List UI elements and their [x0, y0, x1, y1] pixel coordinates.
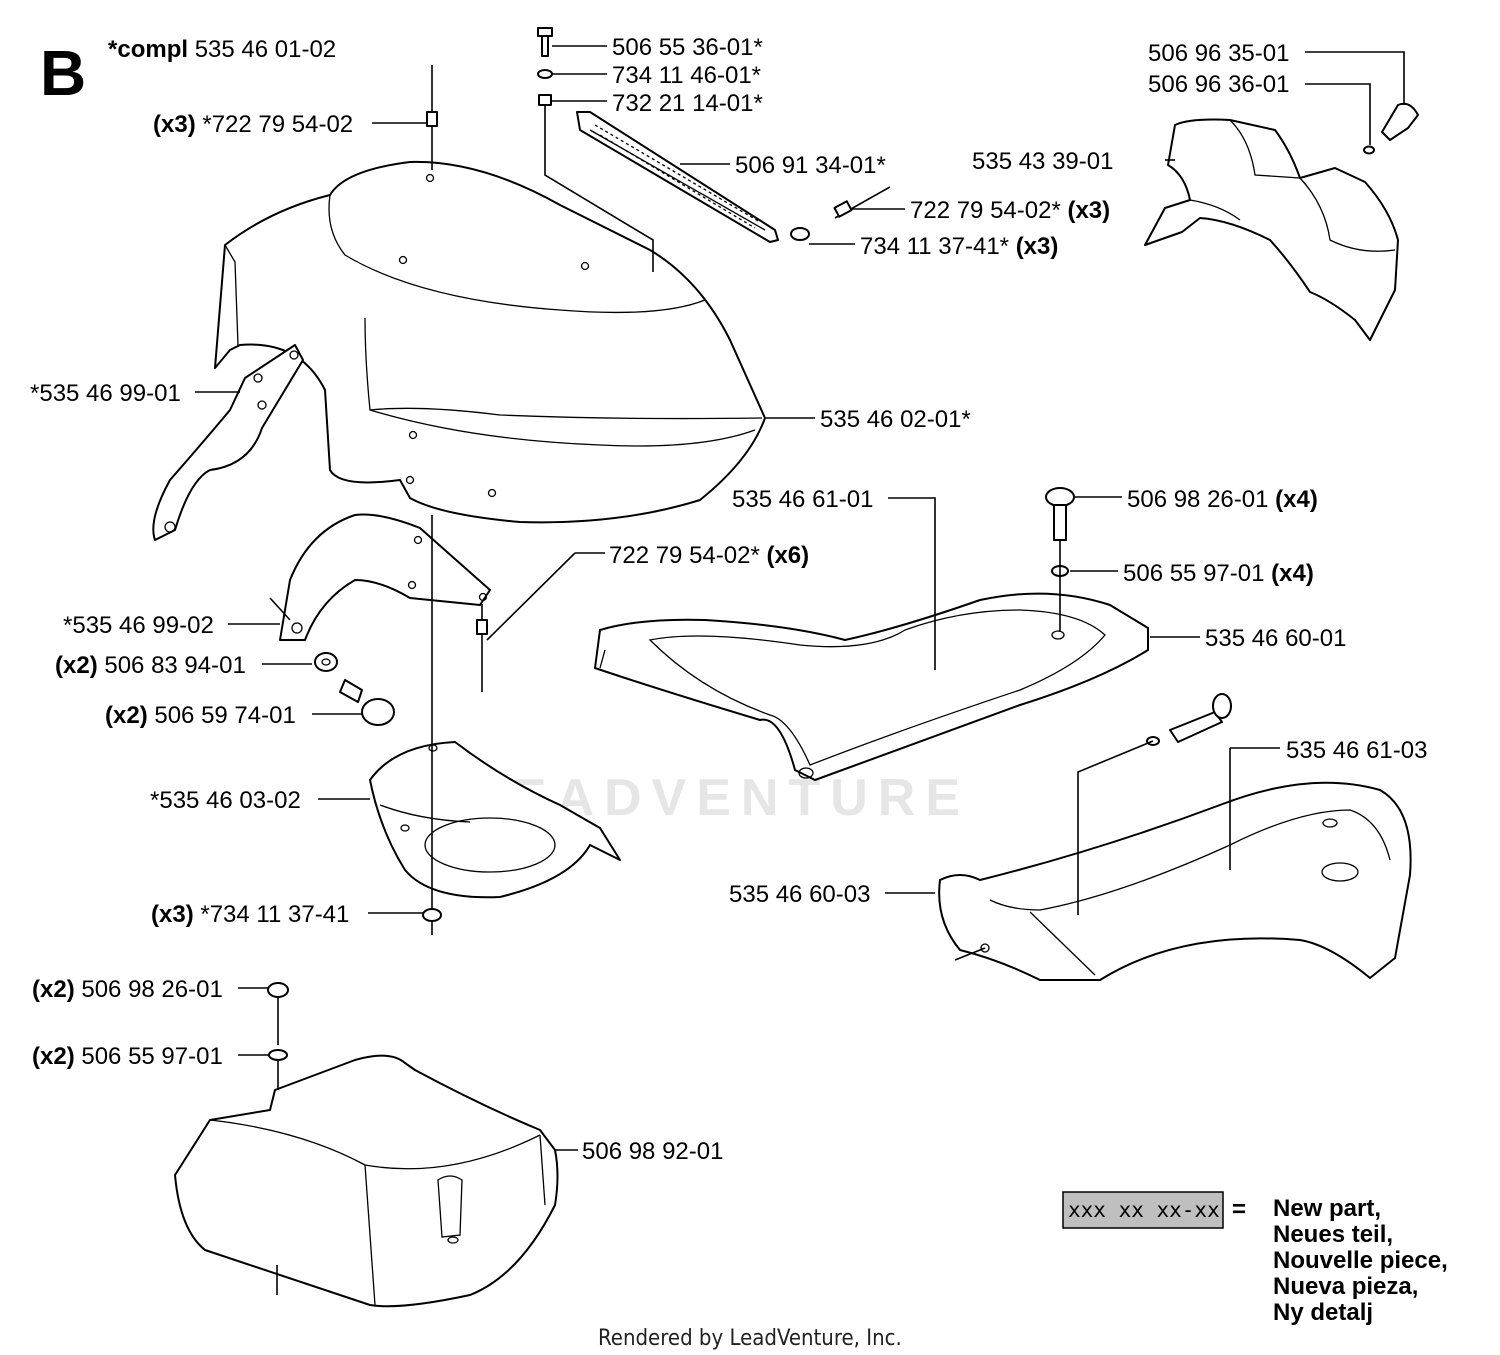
legend: xxx xx xx-xx = New part, Neues teil, Nou…	[1062, 1191, 1448, 1326]
label-506-55-97-01-x2: (x2) 506 55 97-01	[32, 1043, 223, 1070]
seat-tray	[938, 781, 1412, 981]
tray-bolt	[1077, 693, 1232, 915]
label-506-59-74-01-x2: (x2) 506 59 74-01	[105, 702, 296, 729]
label-506-98-92-01: 506 98 92-01	[582, 1138, 723, 1165]
label-535-46-99-02: *535 46 99-02	[63, 612, 214, 639]
section-letter: B	[40, 37, 86, 109]
bottom-cover	[174, 1054, 559, 1308]
bowl	[369, 741, 621, 899]
leader-lines	[195, 45, 1280, 1151]
rivet-x6	[476, 604, 488, 692]
label-722-79-54-02-x3-left: (x3) *722 79 54-02	[153, 111, 353, 138]
label-535-46-99-01: *535 46 99-01	[30, 380, 181, 407]
label-734-11-46-01: 734 11 46-01*	[612, 62, 761, 89]
label-506-83-94-01-x2: (x2) 506 83 94-01	[55, 652, 246, 679]
label-734-11-37-41-x3: 734 11 37-41* (x3)	[860, 233, 1058, 260]
top-fasteners	[537, 27, 654, 272]
legend-line-de: Neues teil,	[1273, 1221, 1393, 1248]
grille	[576, 111, 779, 243]
label-506-98-26-01-x2: (x2) 506 98 26-01	[32, 976, 223, 1003]
legend-sample: xxx xx xx-xx	[1068, 1198, 1220, 1222]
label-506-96-36-01: 506 96 36-01	[1148, 71, 1289, 98]
washer-bottom	[422, 908, 442, 922]
label-506-98-26-01-x4: 506 98 26-01 (x4)	[1127, 486, 1318, 513]
label-535-46-60-03: 535 46 60-03	[729, 881, 870, 908]
assembly-prefix: *compl	[108, 36, 188, 63]
valve-fitting	[1305, 51, 1419, 155]
label-506-96-35-01: 506 96 35-01	[1148, 40, 1289, 67]
part-labels: (x3) *722 79 54-02 506 55 36-01* 734 11 …	[30, 34, 1427, 1165]
label-535-46-61-03: 535 46 61-03	[1286, 737, 1427, 764]
legend-line-fr: Nouvelle piece,	[1273, 1247, 1448, 1274]
label-506-55-36-01: 506 55 36-01*	[612, 34, 763, 61]
washer-bolt-left	[314, 652, 395, 726]
label-535-46-60-01: 535 46 60-01	[1205, 625, 1346, 652]
label-535-43-39-01: 535 43 39-01	[972, 148, 1113, 175]
bracket-left-lower	[279, 513, 491, 641]
label-535-46-61-01: 535 46 61-01	[732, 486, 873, 513]
legend-line-sv: Ny detalj	[1273, 1299, 1373, 1326]
rivet-top	[426, 65, 438, 170]
label-734-11-37-41-x3-left: (x3) *734 11 37-41	[151, 901, 349, 928]
label-535-46-02-01: 535 46 02-01*	[820, 406, 971, 433]
legend-line-en: New part,	[1273, 1195, 1381, 1222]
footer-credit: Rendered by LeadVenture, Inc.	[598, 1326, 902, 1351]
knob-x4	[1045, 487, 1075, 632]
bottom-screw	[267, 982, 289, 1090]
grille-rivet	[790, 186, 891, 241]
assembly-title: *compl 535 46 01-02	[108, 36, 336, 63]
label-535-46-03-02: *535 46 03-02	[150, 787, 301, 814]
label-722-79-54-02-x3-right: 722 79 54-02* (x3)	[910, 197, 1110, 224]
hood-cover	[214, 160, 766, 524]
bracket-left-upper	[152, 344, 304, 541]
label-722-79-54-02-x6: 722 79 54-02* (x6)	[609, 542, 809, 569]
label-732-21-14-01: 732 21 14-01*	[612, 90, 763, 117]
legend-line-es: Nueva pieza,	[1273, 1273, 1418, 1300]
legend-equals: =	[1232, 1196, 1246, 1223]
seat-pan	[594, 592, 1149, 781]
assembly-number: 535 46 01-02	[195, 36, 336, 63]
label-506-91-34-01: 506 91 34-01*	[735, 152, 886, 179]
label-506-55-97-01-x4: 506 55 97-01 (x4)	[1123, 560, 1314, 587]
legend-sample-box	[1062, 1191, 1224, 1229]
top-right-shroud	[1144, 118, 1399, 341]
